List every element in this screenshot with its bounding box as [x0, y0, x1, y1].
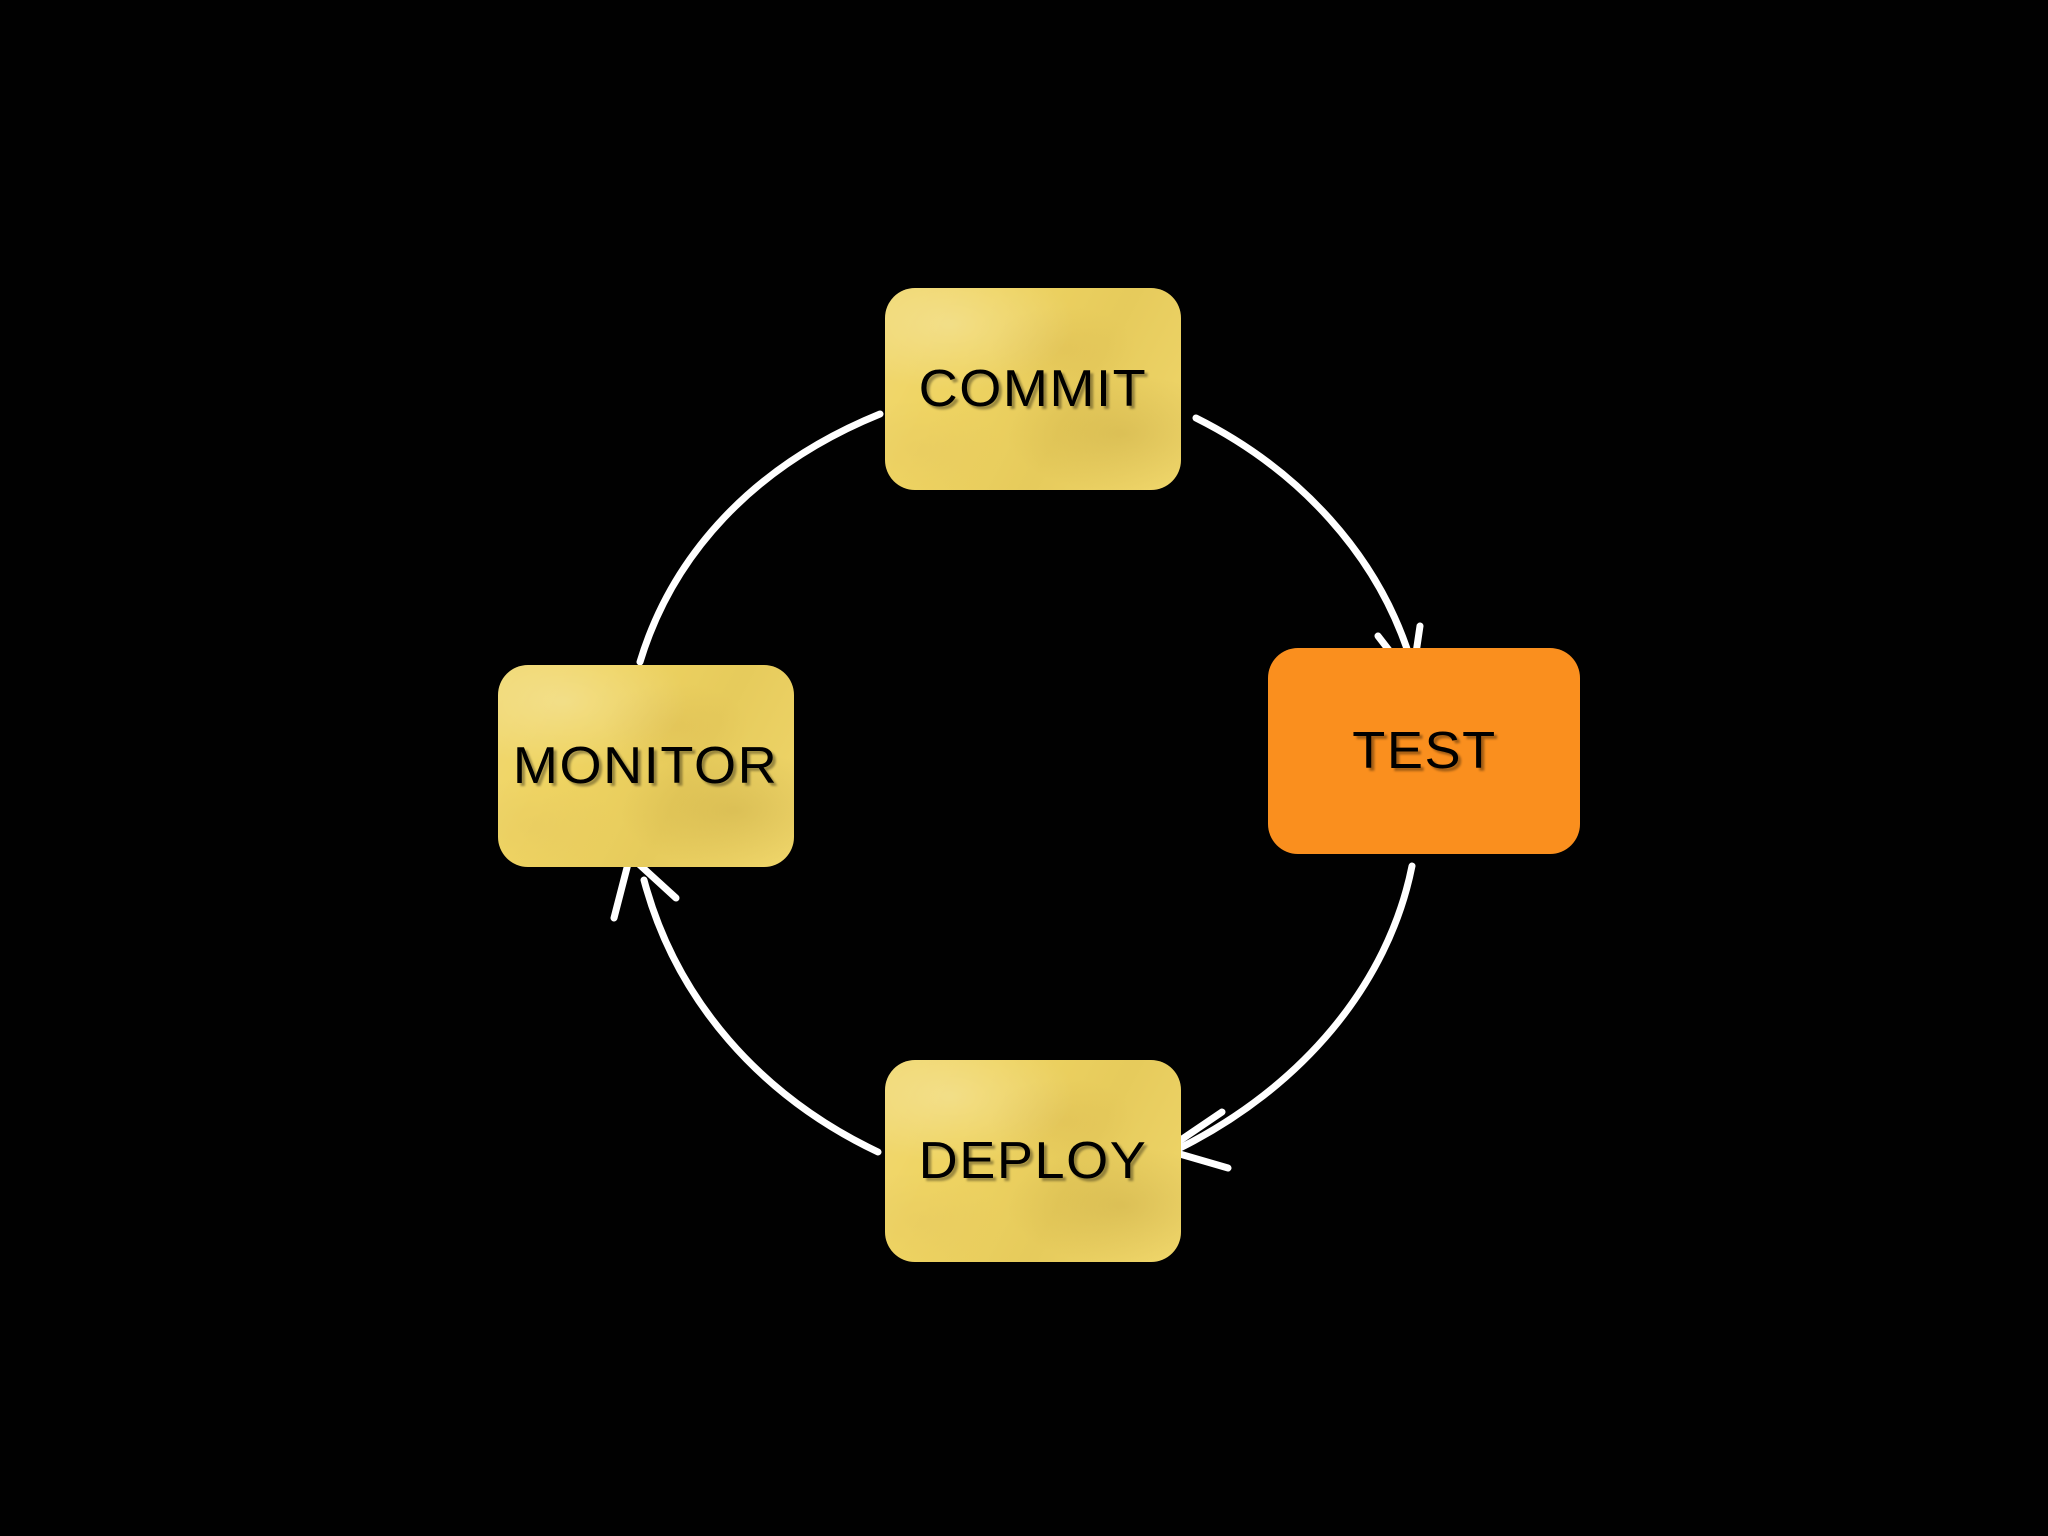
- cycle-node-commit[interactable]: COMMIT: [885, 288, 1181, 490]
- cycle-node-monitor[interactable]: MONITOR: [498, 665, 794, 867]
- cycle-node-commit-label: COMMIT: [918, 360, 1148, 418]
- cycle-node-test-label: TEST: [1351, 722, 1497, 780]
- edge-test-to-deploy: [1162, 862, 1416, 1172]
- cycle-node-test[interactable]: TEST: [1268, 648, 1580, 854]
- edge-commit-to-test: [1192, 414, 1424, 684]
- edge-monitor-to-commit: [636, 410, 884, 666]
- cycle-node-monitor-label: MONITOR: [513, 737, 779, 795]
- cycle-node-deploy-label: DEPLOY: [918, 1132, 1148, 1190]
- cycle-node-deploy[interactable]: DEPLOY: [885, 1060, 1181, 1262]
- edge-deploy-to-monitor: [610, 852, 882, 1156]
